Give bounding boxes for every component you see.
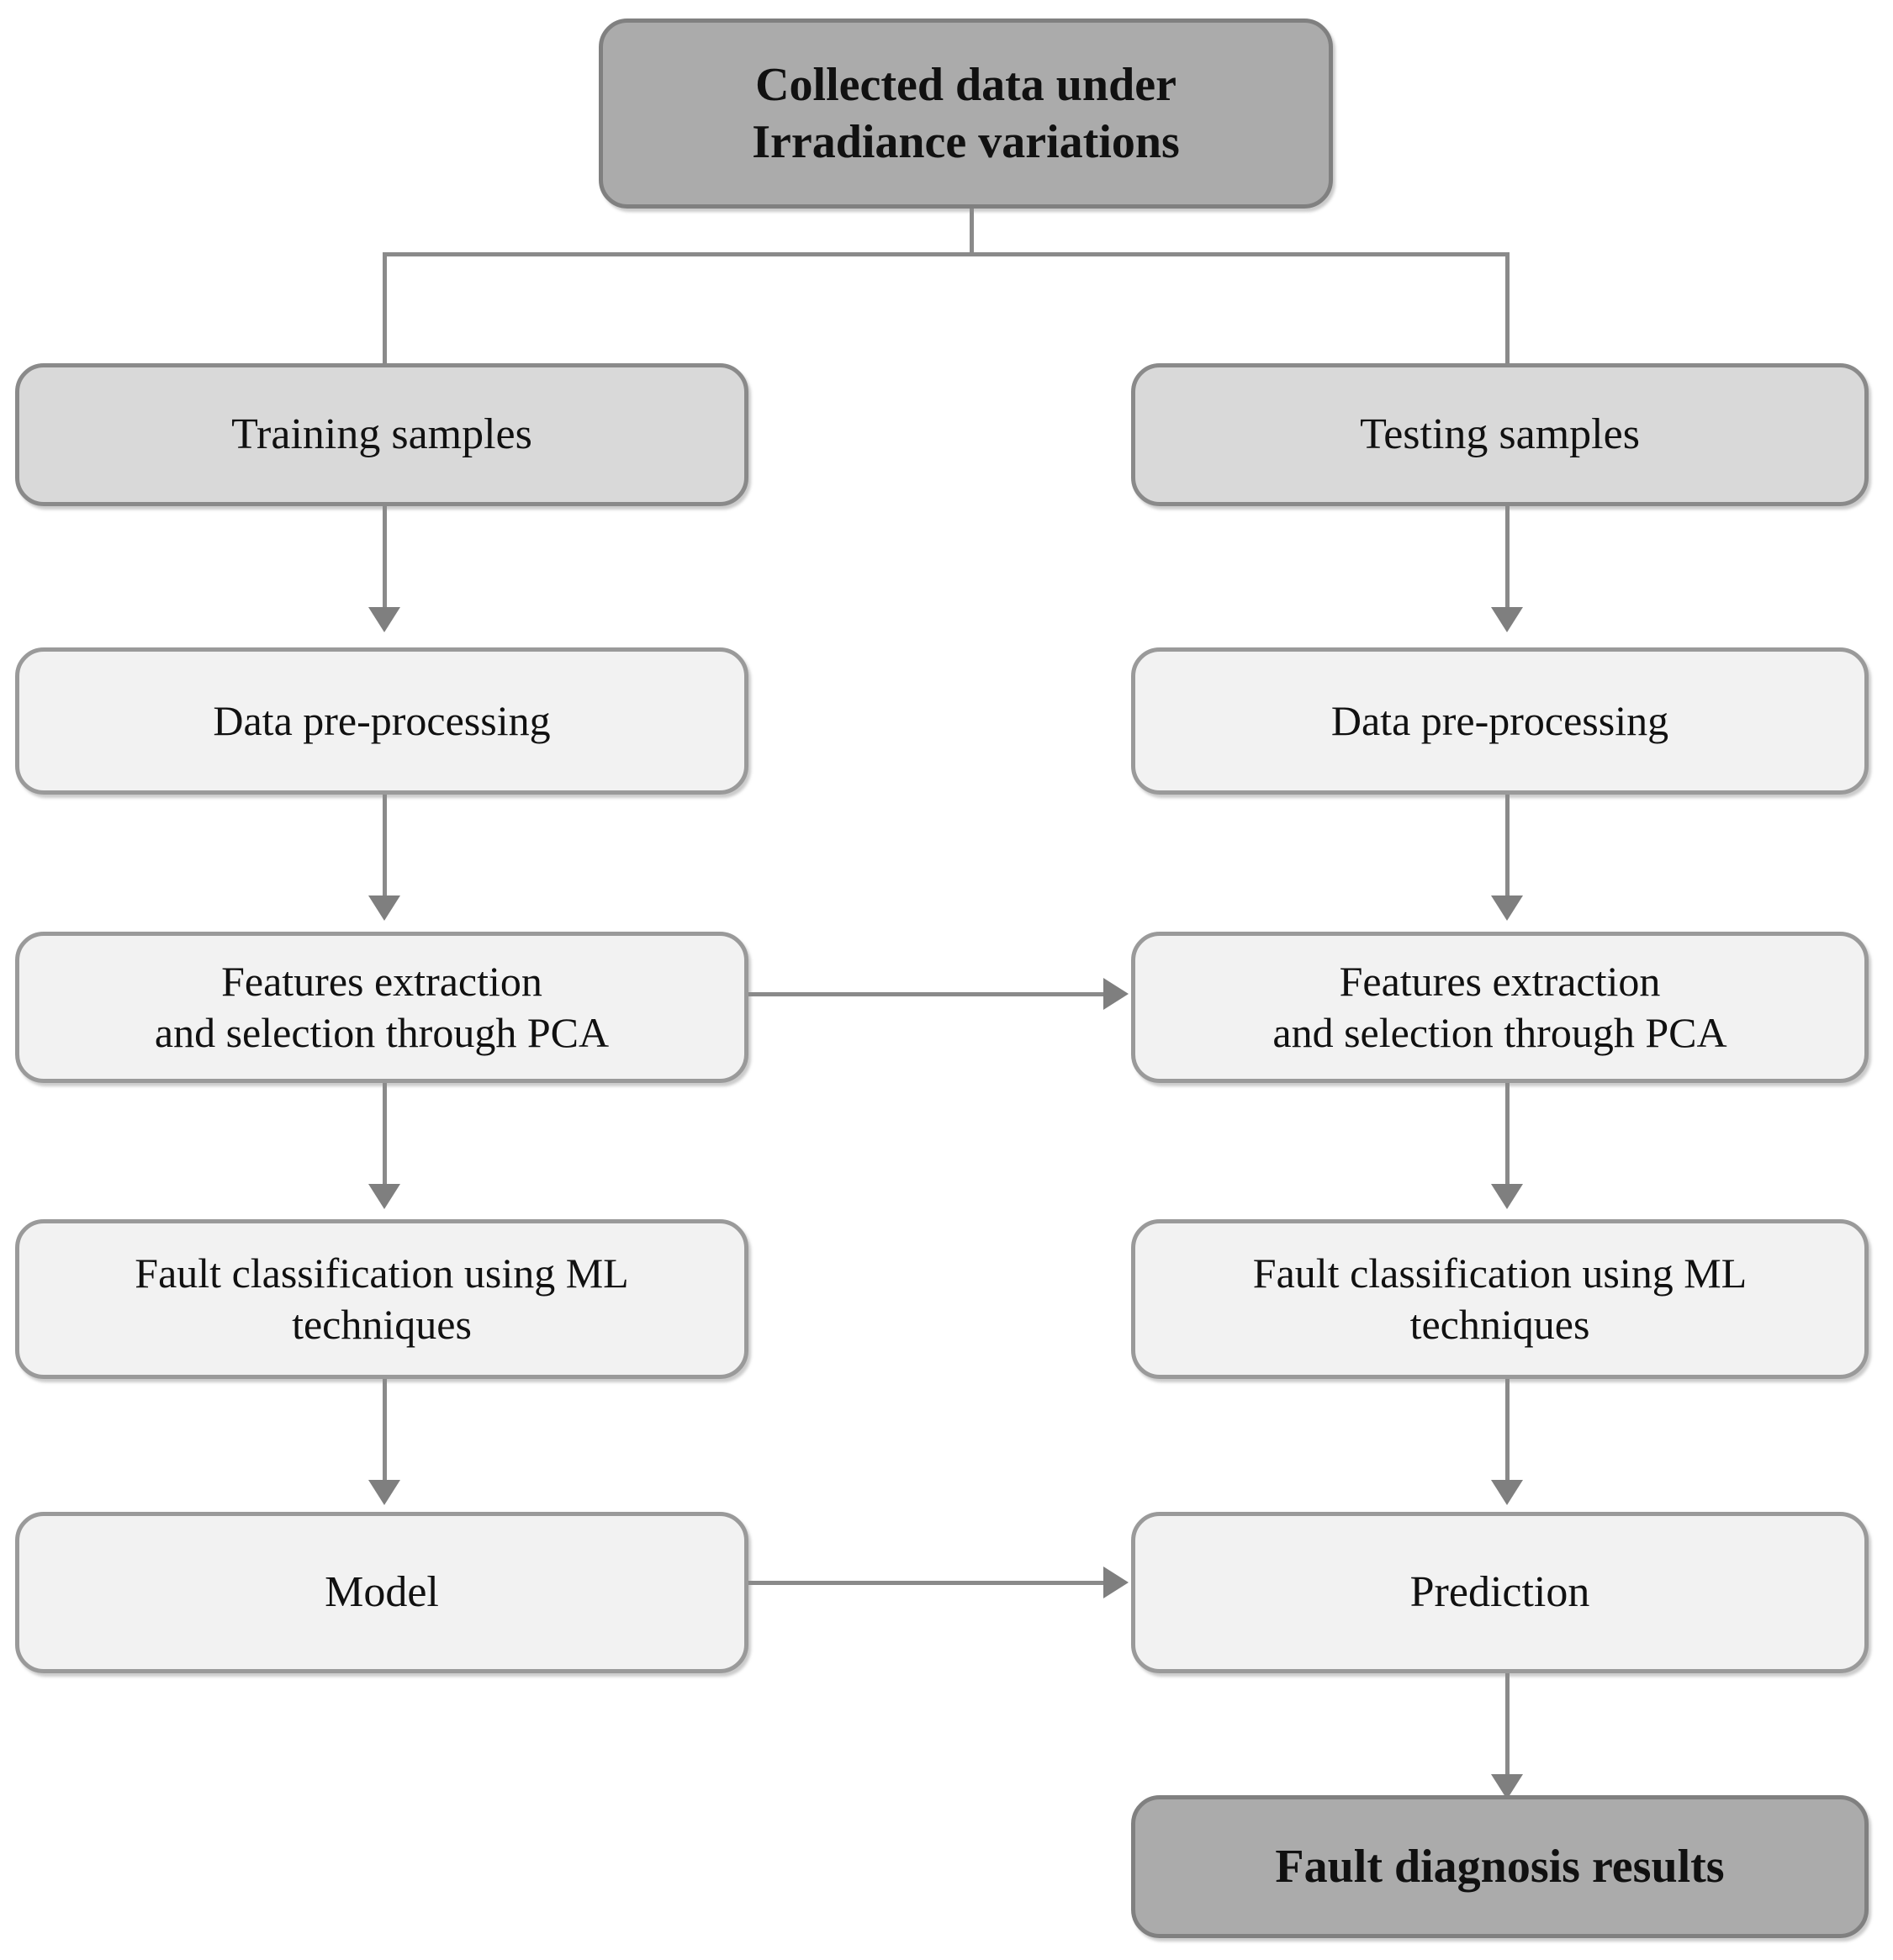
arrowhead-model-to-prediction — [1103, 1566, 1129, 1598]
connector-testing-to-preprocess — [1505, 505, 1510, 614]
node-training-features[interactable]: Features extraction and selection throug… — [15, 932, 748, 1083]
arrowhead-test-preprocess-to-features — [1491, 895, 1523, 921]
connector-preprocess-to-features — [383, 795, 387, 904]
connector-training-to-preprocess — [383, 505, 387, 614]
node-testing-preprocessing[interactable]: Data pre-processing — [1131, 647, 1869, 795]
connector-test-features-to-classification — [1505, 1083, 1510, 1192]
node-training-preprocessing[interactable]: Data pre-processing — [15, 647, 748, 795]
arrowhead-features-to-classification — [368, 1184, 400, 1209]
connector-prediction-to-results — [1505, 1673, 1510, 1795]
connector-test-classification-to-prediction — [1505, 1379, 1510, 1488]
arrowhead-training-to-preprocess — [368, 607, 400, 632]
connector-features-to-classification — [383, 1083, 387, 1192]
connector-split-bar — [383, 252, 1510, 256]
connector-collected-stem — [970, 209, 974, 256]
arrowhead-test-classification-to-prediction — [1491, 1480, 1523, 1505]
node-testing-samples[interactable]: Testing samples — [1131, 363, 1869, 506]
node-testing-classification[interactable]: Fault classification using ML techniques — [1131, 1219, 1869, 1379]
node-testing-features[interactable]: Features extraction and selection throug… — [1131, 932, 1869, 1083]
connector-test-preprocess-to-features — [1505, 795, 1510, 904]
connector-split-left-drop — [383, 252, 387, 366]
node-collected-data[interactable]: Collected data under Irradiance variatio… — [599, 18, 1333, 209]
arrowhead-classification-to-model — [368, 1480, 400, 1505]
node-training-classification[interactable]: Fault classification using ML techniques — [15, 1219, 748, 1379]
node-fault-diagnosis-results[interactable]: Fault diagnosis results — [1131, 1795, 1869, 1938]
arrowhead-test-features-to-classification — [1491, 1184, 1523, 1209]
connector-model-to-prediction — [748, 1581, 1118, 1585]
arrowhead-features-cross — [1103, 978, 1129, 1010]
connector-split-right-drop — [1505, 252, 1510, 366]
arrowhead-testing-to-preprocess — [1491, 607, 1523, 632]
node-training-samples[interactable]: Training samples — [15, 363, 748, 506]
connector-classification-to-model — [383, 1379, 387, 1488]
arrowhead-preprocess-to-features — [368, 895, 400, 921]
connector-features-cross — [748, 992, 1118, 996]
node-prediction[interactable]: Prediction — [1131, 1512, 1869, 1673]
node-model[interactable]: Model — [15, 1512, 748, 1673]
